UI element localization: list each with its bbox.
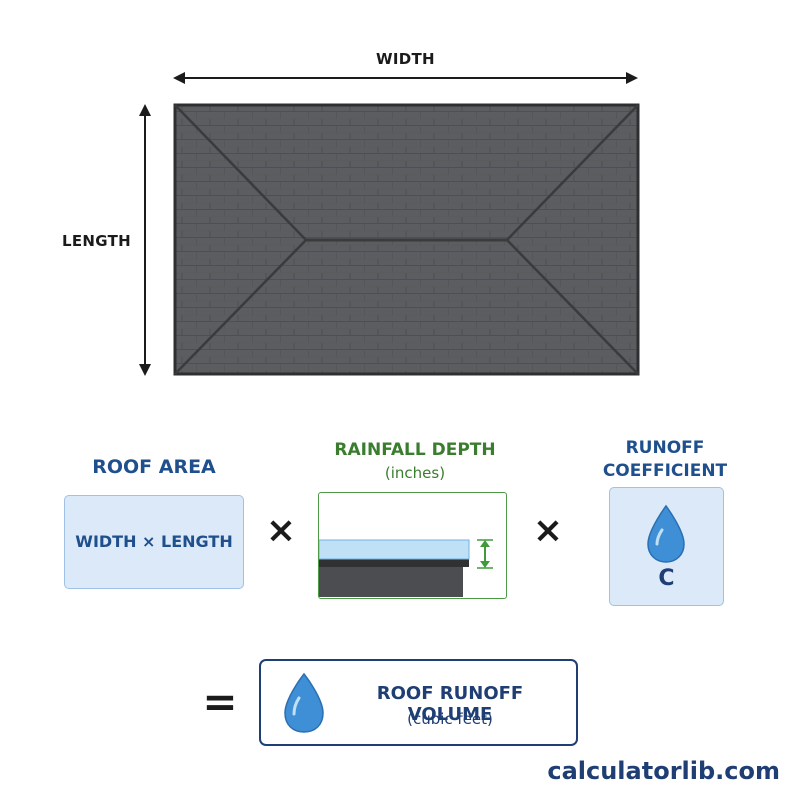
rainfall-depth-heading: RAINFALL DEPTH — [334, 440, 496, 460]
result-box: ROOF RUNOFF VOLUME (cubic feet) — [259, 659, 578, 746]
runoff-coefficient-symbol: C — [658, 566, 675, 591]
length-label: LENGTH — [62, 232, 131, 250]
hip-roof — [173, 103, 640, 376]
water-layer — [319, 539, 470, 560]
result-title: ROOF RUNOFF VOLUME — [376, 683, 524, 725]
width-label: WIDTH — [376, 50, 435, 68]
roof-face-right — [507, 105, 638, 374]
runoff-coefficient-box: C — [609, 487, 724, 606]
result-water-drop-icon — [284, 672, 324, 733]
roof-diagram — [139, 72, 640, 376]
multiply-sign-2: × — [532, 510, 564, 551]
width-arrow — [173, 72, 638, 84]
roof-face-top — [175, 105, 638, 240]
rainfall-depth-box — [318, 492, 507, 599]
roof-area-heading: ROOF AREA — [92, 456, 216, 478]
depth-indicator — [477, 539, 493, 569]
length-arrow — [139, 104, 151, 376]
result-unit: (cubic feet) — [407, 710, 493, 728]
roof-area-box: WIDTH × LENGTH — [64, 495, 244, 589]
equals-sign: = — [202, 677, 238, 726]
runoff-heading-line2: COEFFICIENT — [602, 461, 728, 481]
water-drop-icon — [647, 504, 685, 563]
roof-face-left — [175, 105, 306, 374]
rainfall-depth-illustration — [319, 539, 493, 598]
brand-watermark: calculatorlib.com — [547, 757, 780, 785]
runoff-heading-line1: RUNOFF — [625, 438, 705, 458]
multiply-sign-1: × — [265, 510, 297, 551]
roof-area-expression: WIDTH × LENGTH — [75, 532, 233, 551]
roof-face-bottom — [175, 240, 638, 374]
roof-plan-svg — [139, 72, 640, 376]
rainfall-depth-unit: (inches) — [384, 464, 446, 482]
